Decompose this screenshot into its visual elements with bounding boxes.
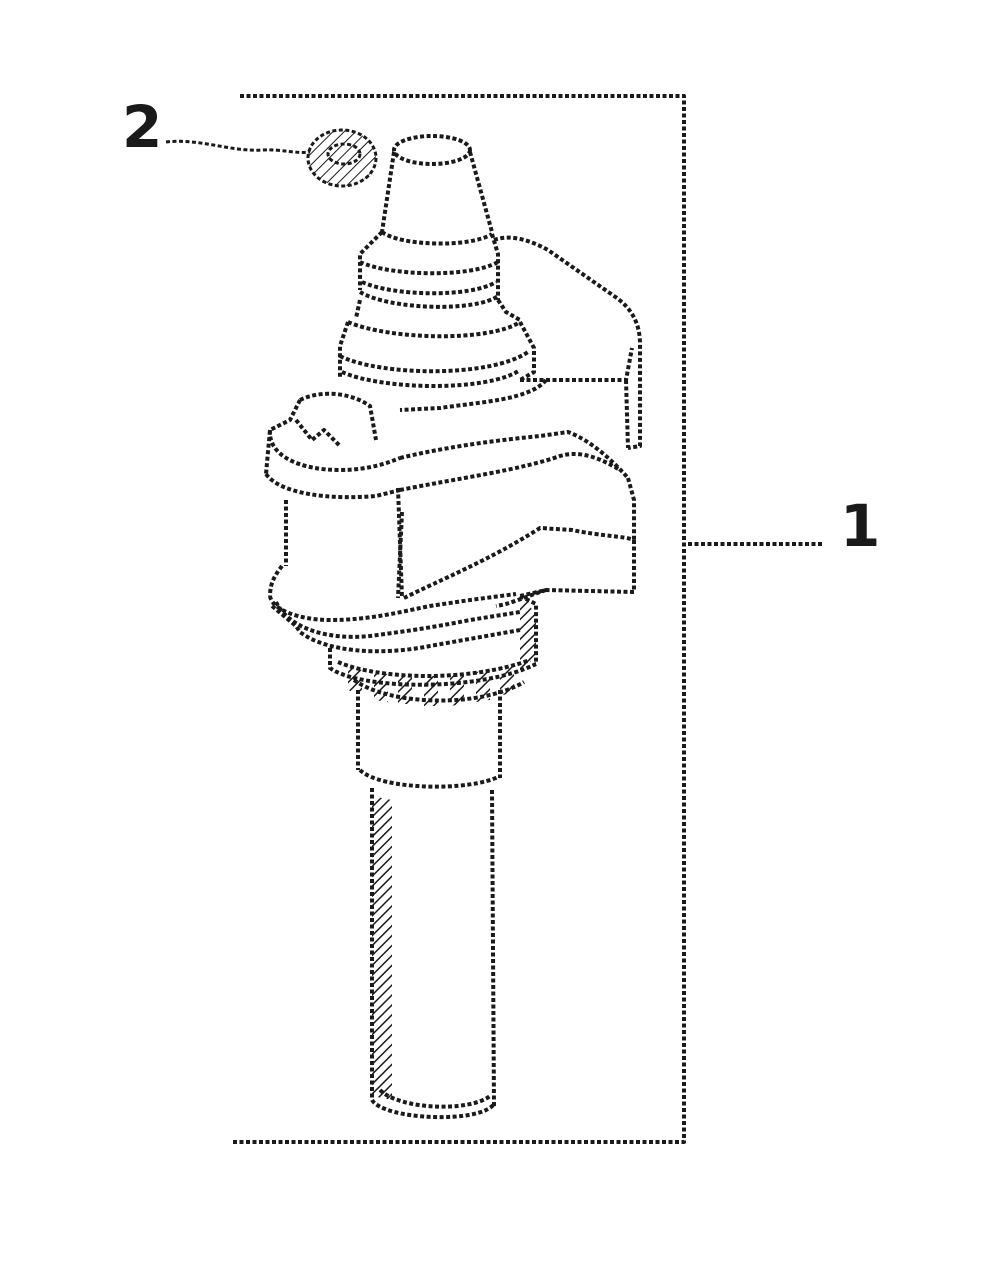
callout-label-1: 1	[840, 492, 880, 560]
crankshaft	[264, 134, 642, 1120]
callout-label-2: 2	[122, 93, 162, 161]
assembly-bracket	[232, 94, 822, 1144]
woodruff-key	[306, 128, 378, 188]
leader-line-2	[165, 139, 311, 154]
